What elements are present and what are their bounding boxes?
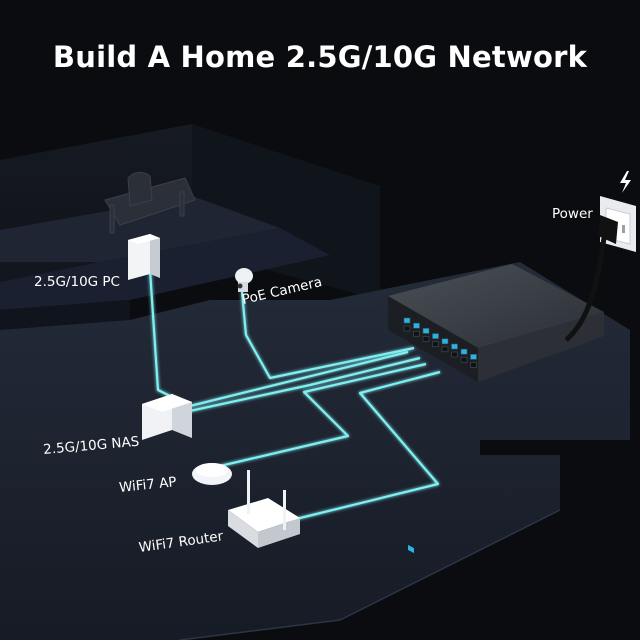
switch-port xyxy=(470,362,477,368)
switch-port xyxy=(403,317,411,324)
switch-port xyxy=(470,354,477,360)
security-camera-icon xyxy=(235,268,253,292)
cable-router xyxy=(291,370,441,522)
switch-port xyxy=(441,346,449,353)
switch-port xyxy=(451,343,458,350)
cable-ap xyxy=(219,362,427,468)
switch-port xyxy=(403,325,411,332)
network-switch xyxy=(388,264,604,554)
switch-port-leds xyxy=(403,317,477,368)
switch-port xyxy=(451,351,458,358)
nas-box-icon xyxy=(142,394,192,440)
desk-chair-silhouette xyxy=(104,172,196,234)
cable-camera xyxy=(240,291,415,380)
access-point-icon xyxy=(192,463,232,485)
pc-label: 2.5G/10G PC xyxy=(34,274,120,290)
switch-ports xyxy=(408,544,414,554)
switch-port xyxy=(422,328,430,334)
switch-port xyxy=(441,338,449,345)
switch-port xyxy=(432,341,439,347)
power-cord xyxy=(564,237,607,342)
lightning-bolt-icon xyxy=(620,171,631,193)
switch-port xyxy=(432,333,439,339)
pc-tower-icon xyxy=(128,234,160,280)
page-title: Build A Home 2.5G/10G Network xyxy=(52,40,588,74)
cable-nas xyxy=(184,356,421,414)
switch-port xyxy=(413,322,420,329)
wall-outlet-icon xyxy=(598,196,636,252)
switch-port xyxy=(460,356,468,363)
switch-port xyxy=(413,330,420,337)
power-label: Power xyxy=(552,206,593,222)
switch-port xyxy=(460,348,468,355)
switch-port xyxy=(422,336,430,342)
router-icon xyxy=(228,470,300,548)
